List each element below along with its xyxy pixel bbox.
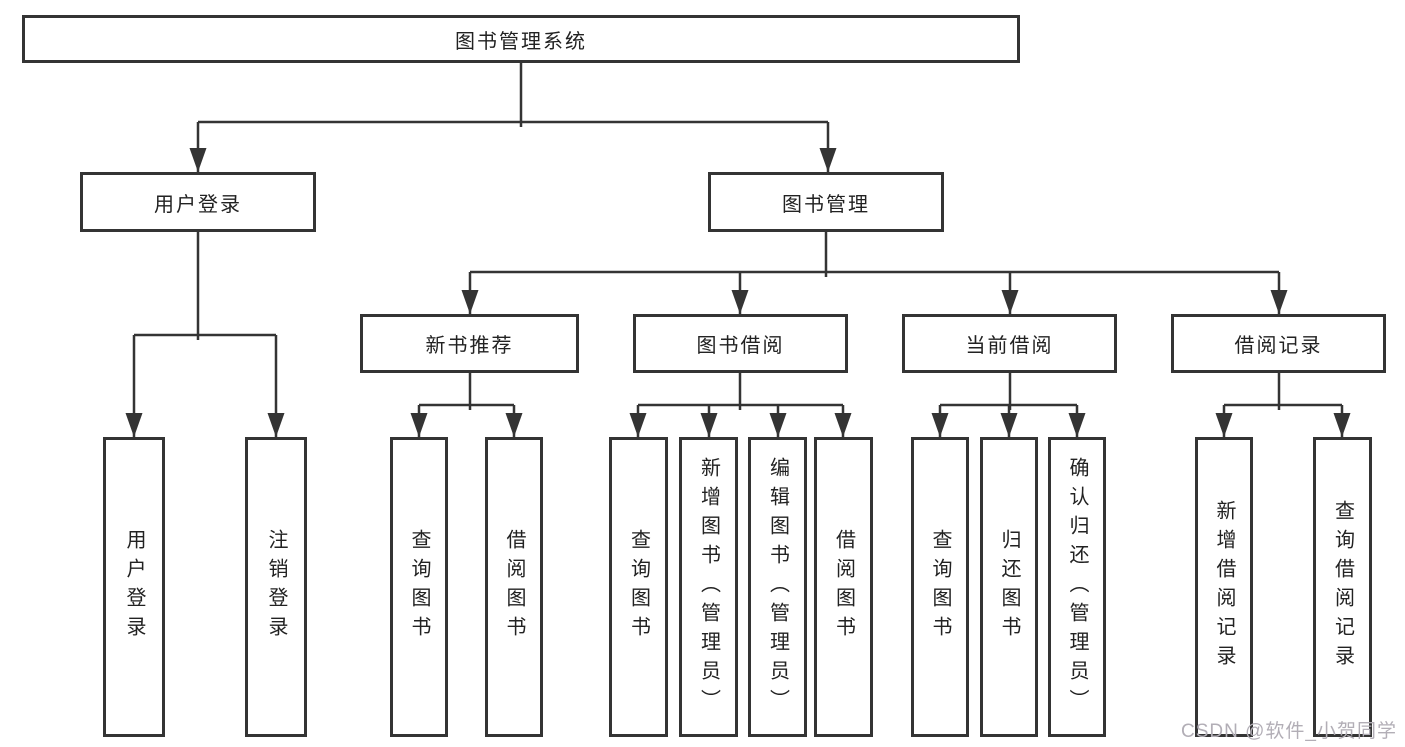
node-label: 图书管理系统 bbox=[455, 30, 587, 53]
node-label: 查询图书 bbox=[408, 529, 430, 645]
node-leaf-add-borrow-record: 新增借阅记录 bbox=[1195, 437, 1253, 737]
node-label: 借阅记录 bbox=[1234, 335, 1323, 357]
node-book-borrowing: 图书借阅 bbox=[633, 314, 848, 373]
node-leaf-edit-books-admin: 编辑图书（管理员） bbox=[748, 437, 807, 737]
node-label: 新增借阅记录 bbox=[1213, 500, 1235, 674]
node-leaf-borrow-books-recommend: 借阅图书 bbox=[485, 437, 543, 737]
node-leaf-borrow-books-borrowing: 借阅图书 bbox=[814, 437, 873, 737]
node-book-management-module: 图书管理 bbox=[708, 172, 944, 232]
node-current-borrowing: 当前借阅 bbox=[902, 314, 1117, 373]
node-leaf-query-books-recommend: 查询图书 bbox=[390, 437, 448, 737]
node-label: 图书借阅 bbox=[696, 335, 785, 357]
node-leaf-return-books: 归还图书 bbox=[980, 437, 1038, 737]
node-leaf-query-books-current: 查询图书 bbox=[911, 437, 969, 737]
node-leaf-query-borrow-record: 查询借阅记录 bbox=[1313, 437, 1372, 737]
node-leaf-logout: 注销登录 bbox=[245, 437, 307, 737]
node-label: 当前借阅 bbox=[965, 335, 1054, 357]
node-label: 借阅图书 bbox=[503, 529, 525, 645]
node-leaf-query-books-borrowing: 查询图书 bbox=[609, 437, 668, 737]
node-root-system: 图书管理系统 bbox=[22, 15, 1020, 63]
node-label: 注销登录 bbox=[265, 529, 287, 645]
node-label: 用户登录 bbox=[123, 529, 145, 645]
node-new-book-recommend: 新书推荐 bbox=[360, 314, 579, 373]
node-user-login-module: 用户登录 bbox=[80, 172, 316, 232]
node-label: 编辑图书（管理员） bbox=[766, 456, 789, 718]
node-leaf-confirm-return-admin: 确认归还（管理员） bbox=[1048, 437, 1106, 737]
node-leaf-user-login: 用户登录 bbox=[103, 437, 165, 737]
node-label: 新书推荐 bbox=[425, 335, 514, 357]
node-leaf-add-books-admin: 新增图书（管理员） bbox=[679, 437, 738, 737]
node-label: 查询图书 bbox=[929, 529, 951, 645]
node-label: 查询借阅记录 bbox=[1331, 500, 1354, 674]
node-label: 查询图书 bbox=[627, 529, 650, 645]
node-label: 归还图书 bbox=[998, 529, 1020, 645]
node-label: 借阅图书 bbox=[832, 529, 855, 645]
node-label: 新增图书（管理员） bbox=[697, 456, 720, 718]
csdn-watermark: CSDN @软件_小贺同学 bbox=[1181, 721, 1397, 742]
node-borrowing-records: 借阅记录 bbox=[1171, 314, 1386, 373]
node-label: 确认归还（管理员） bbox=[1066, 456, 1088, 718]
node-label: 图书管理 bbox=[782, 193, 870, 216]
node-label: 用户登录 bbox=[154, 193, 242, 216]
